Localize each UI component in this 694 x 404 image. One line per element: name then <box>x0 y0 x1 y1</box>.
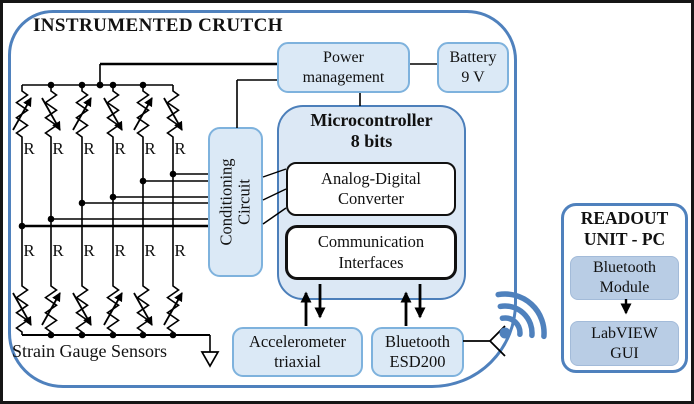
resistor-label: R <box>174 139 186 158</box>
battery-box: Battery 9 V <box>437 42 509 93</box>
resistor-label: R <box>174 241 186 260</box>
microcontroller-title: Microcontroller 8 bits <box>310 109 433 151</box>
resistor-label: R <box>114 139 126 158</box>
resistor-label: R <box>52 241 64 260</box>
readout-unit-title: READOUT UNIT - PC <box>580 208 669 249</box>
accelerometer-box: Accelerometer triaxial <box>232 327 363 377</box>
resistor-label: R <box>23 241 35 260</box>
adc-box: Analog-Digital Converter <box>286 162 456 216</box>
communication-interfaces-box: Communication Interfaces <box>285 225 457 280</box>
resistor-label: R <box>144 241 156 260</box>
power-management-box: Power management <box>277 42 410 93</box>
labview-gui-box: LabVIEW GUI <box>570 321 679 366</box>
bluetooth-esd200-box: Bluetooth ESD200 <box>371 327 464 377</box>
resistor-label: R <box>83 241 95 260</box>
bluetooth-module-box: Bluetooth Module <box>570 256 679 300</box>
conditioning-circuit-box: Conditioning Circuit <box>208 127 263 277</box>
conditioning-circuit-label: Conditioning Circuit <box>216 158 254 246</box>
resistor-label: R <box>52 139 64 158</box>
resistor-label: R <box>114 241 126 260</box>
resistor-label: R <box>144 139 156 158</box>
diagram-title: INSTRUMENTED CRUTCH <box>33 15 283 36</box>
resistor-label: R <box>23 139 35 158</box>
resistor-label: R <box>83 139 95 158</box>
strain-gauge-caption: Strain Gauge Sensors <box>12 341 167 361</box>
